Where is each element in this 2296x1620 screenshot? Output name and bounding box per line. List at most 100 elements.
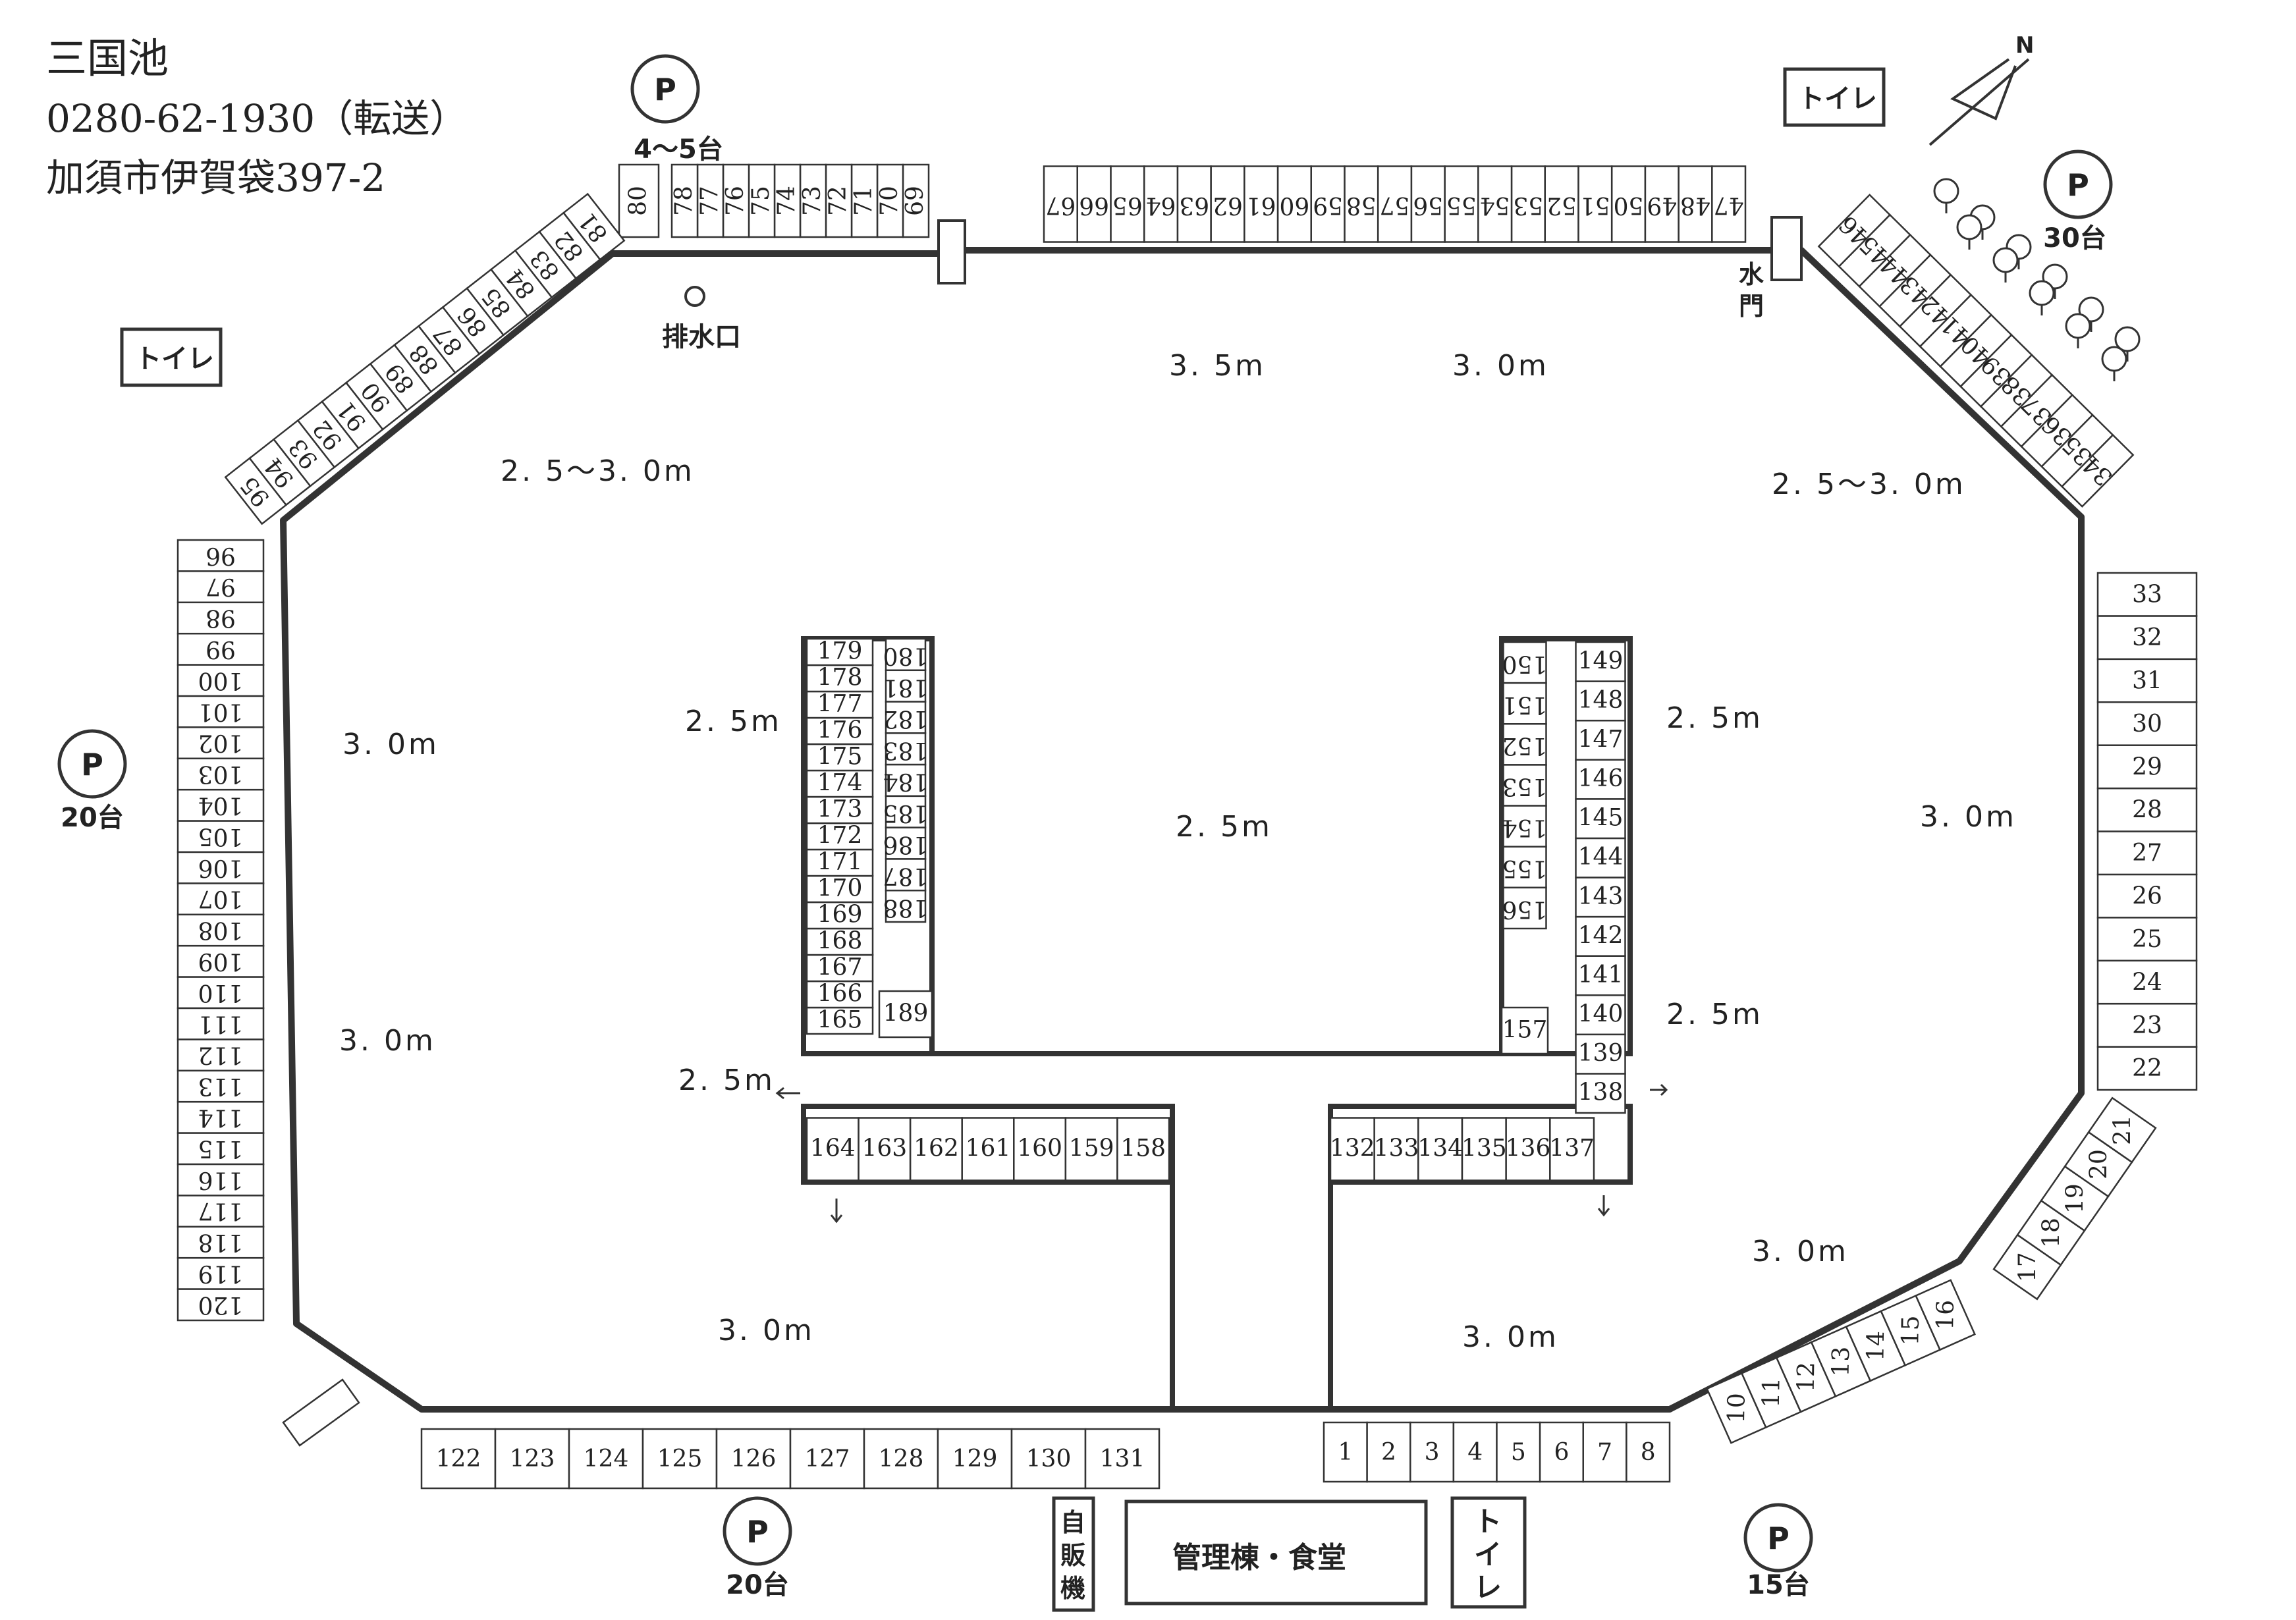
seat-90[interactable]: 90 xyxy=(344,362,408,431)
seat-102[interactable]: 102 xyxy=(177,726,265,760)
seat-167[interactable]: 167 xyxy=(806,954,874,983)
seat-77[interactable]: 77 xyxy=(696,163,724,238)
seat-11[interactable]: 11 xyxy=(1740,1357,1802,1429)
seat-74[interactable]: 74 xyxy=(773,163,802,238)
seat-140[interactable]: 140 xyxy=(1575,994,1626,1036)
seat-169[interactable]: 169 xyxy=(806,902,874,930)
seat-156[interactable]: 156 xyxy=(1502,886,1548,930)
seat-32[interactable]: 32 xyxy=(2096,615,2198,661)
seat-151[interactable]: 151 xyxy=(1502,682,1548,725)
seat-59[interactable]: 59 xyxy=(1310,165,1346,243)
seat-89[interactable]: 89 xyxy=(369,344,433,412)
seat-108[interactable]: 108 xyxy=(177,913,265,947)
seat-189[interactable]: 189 xyxy=(878,990,933,1039)
seat-131[interactable]: 131 xyxy=(1084,1428,1161,1490)
seat-188[interactable]: 188 xyxy=(883,889,929,923)
seat-12[interactable]: 12 xyxy=(1775,1341,1837,1413)
seat-63[interactable]: 63 xyxy=(1176,165,1212,243)
seat-57[interactable]: 57 xyxy=(1377,165,1413,243)
seat-7[interactable]: 7 xyxy=(1582,1421,1627,1483)
seat-153[interactable]: 153 xyxy=(1502,764,1548,807)
seat-78[interactable]: 78 xyxy=(670,163,699,238)
seat-13[interactable]: 13 xyxy=(1810,1325,1872,1398)
seat-47[interactable]: 47 xyxy=(1711,165,1747,243)
seat-112[interactable]: 112 xyxy=(177,1039,265,1072)
seat-127[interactable]: 127 xyxy=(789,1428,865,1490)
seat-70[interactable]: 70 xyxy=(876,163,904,238)
seat-55[interactable]: 55 xyxy=(1444,165,1479,243)
seat-146[interactable]: 146 xyxy=(1575,759,1626,800)
seat-181[interactable]: 181 xyxy=(883,669,929,703)
seat-175[interactable]: 175 xyxy=(806,743,874,772)
seat-97[interactable]: 97 xyxy=(177,570,265,604)
seat-139[interactable]: 139 xyxy=(1575,1033,1626,1075)
seat-24[interactable]: 24 xyxy=(2096,959,2198,1005)
seat-61[interactable]: 61 xyxy=(1244,165,1279,243)
seat-62[interactable]: 62 xyxy=(1210,165,1245,243)
seat-21[interactable]: 21 xyxy=(2087,1096,2157,1164)
seat-53[interactable]: 53 xyxy=(1510,165,1546,243)
seat-159[interactable]: 159 xyxy=(1064,1117,1118,1181)
seat-142[interactable]: 142 xyxy=(1575,915,1626,957)
seat-125[interactable]: 125 xyxy=(642,1428,718,1490)
seat-52[interactable]: 52 xyxy=(1544,165,1579,243)
seat-155[interactable]: 155 xyxy=(1502,846,1548,889)
seat-162[interactable]: 162 xyxy=(909,1117,963,1181)
seat-136[interactable]: 136 xyxy=(1505,1117,1551,1181)
seat-66[interactable]: 66 xyxy=(1076,165,1112,243)
seat-72[interactable]: 72 xyxy=(825,163,853,238)
seat-14[interactable]: 14 xyxy=(1845,1310,1907,1382)
seat-1[interactable]: 1 xyxy=(1323,1421,1368,1483)
seat-124[interactable]: 124 xyxy=(568,1428,644,1490)
seat-67[interactable]: 67 xyxy=(1043,165,1078,243)
seat-166[interactable]: 166 xyxy=(806,981,874,1009)
seat-172[interactable]: 172 xyxy=(806,823,874,851)
seat-65[interactable]: 65 xyxy=(1110,165,1145,243)
seat-158[interactable]: 158 xyxy=(1116,1117,1170,1181)
seat-110[interactable]: 110 xyxy=(177,976,265,1010)
seat-73[interactable]: 73 xyxy=(799,163,827,238)
seat-116[interactable]: 116 xyxy=(177,1163,265,1197)
seat-184[interactable]: 184 xyxy=(883,763,929,797)
seat-106[interactable]: 106 xyxy=(177,851,265,884)
seat-27[interactable]: 27 xyxy=(2096,830,2198,876)
seat-133[interactable]: 133 xyxy=(1373,1117,1419,1181)
seat-187[interactable]: 187 xyxy=(883,858,929,892)
seat-100[interactable]: 100 xyxy=(177,664,265,697)
seat-15[interactable]: 15 xyxy=(1880,1294,1942,1366)
seat-26[interactable]: 26 xyxy=(2096,873,2198,919)
seat-150[interactable]: 150 xyxy=(1502,641,1548,684)
seat-173[interactable]: 173 xyxy=(806,796,874,824)
seat-25[interactable]: 25 xyxy=(2096,917,2198,961)
seat-160[interactable]: 160 xyxy=(1013,1117,1067,1181)
seat-111[interactable]: 111 xyxy=(177,1007,265,1040)
seat-101[interactable]: 101 xyxy=(177,695,265,728)
seat-145[interactable]: 145 xyxy=(1575,798,1626,840)
seat-16[interactable]: 16 xyxy=(1915,1279,1976,1351)
seat-154[interactable]: 154 xyxy=(1502,805,1548,848)
seat-91[interactable]: 91 xyxy=(321,381,384,450)
seat-143[interactable]: 143 xyxy=(1575,877,1626,918)
seat-30[interactable]: 30 xyxy=(2096,701,2198,746)
seat-96[interactable]: 96 xyxy=(177,539,265,572)
seat-144[interactable]: 144 xyxy=(1575,837,1626,878)
seat-130[interactable]: 130 xyxy=(1010,1428,1087,1490)
seat-103[interactable]: 103 xyxy=(177,757,265,791)
seat-168[interactable]: 168 xyxy=(806,928,874,956)
seat-118[interactable]: 118 xyxy=(177,1226,265,1259)
seat-58[interactable]: 58 xyxy=(1344,165,1379,243)
seat-29[interactable]: 29 xyxy=(2096,744,2198,790)
seat-135[interactable]: 135 xyxy=(1461,1117,1507,1181)
seat-165[interactable]: 165 xyxy=(806,1007,874,1035)
seat-132[interactable]: 132 xyxy=(1329,1117,1375,1181)
seat-113[interactable]: 113 xyxy=(177,1069,265,1103)
seat-4[interactable]: 4 xyxy=(1452,1421,1498,1483)
seat-179[interactable]: 179 xyxy=(806,638,874,666)
seat-50[interactable]: 50 xyxy=(1610,165,1647,243)
seat-33[interactable]: 33 xyxy=(2096,572,2198,617)
seat-98[interactable]: 98 xyxy=(177,601,265,635)
seat-122[interactable]: 122 xyxy=(420,1428,497,1490)
seat-174[interactable]: 174 xyxy=(806,770,874,798)
seat-161[interactable]: 161 xyxy=(961,1117,1015,1181)
seat-60[interactable]: 60 xyxy=(1276,165,1312,243)
